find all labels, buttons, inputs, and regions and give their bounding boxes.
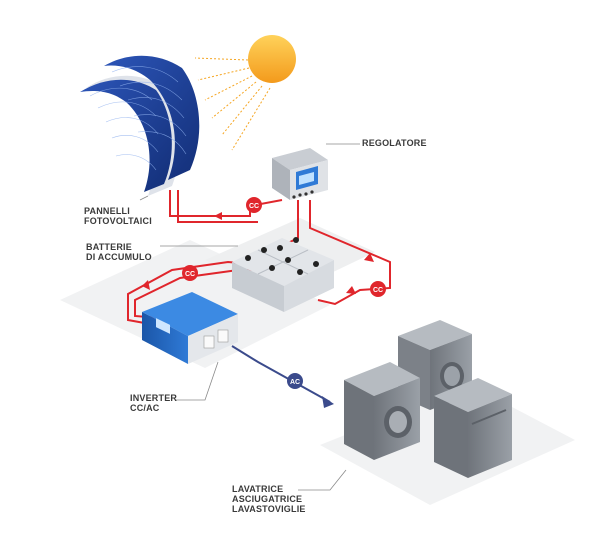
solar-panels-icon <box>80 55 200 196</box>
svg-text:CC: CC <box>249 203 259 210</box>
label-solar-panels-line2: FOTOVOLTAICI <box>84 216 152 226</box>
dc-flow-arrows <box>142 212 374 294</box>
appliances-icon <box>344 320 512 478</box>
svg-text:CC: CC <box>373 287 383 294</box>
label-solar-panels: PANNELLI FOTOVOLTAICI <box>84 206 152 226</box>
badge-battery-to-inverter: CC <box>182 265 198 281</box>
svg-text:AC: AC <box>290 379 300 386</box>
sun-icon <box>194 35 296 151</box>
label-appliances-line2: ASCIUGATRICE <box>232 494 303 504</box>
badge-regulator-to-battery: CC <box>370 281 386 297</box>
inverter-icon <box>142 292 238 364</box>
label-inverter-line2: CC/AC <box>130 403 160 413</box>
label-appliances-line1: LAVATRICE <box>232 484 284 494</box>
label-inverter-line1: INVERTER <box>130 393 178 403</box>
label-appliances: LAVATRICE ASCIUGATRICE LAVASTOVIGLIE <box>232 484 306 514</box>
label-solar-panels-line1: PANNELLI <box>84 206 130 216</box>
charge-regulator-icon <box>272 148 328 200</box>
ac-wiring <box>231 345 334 408</box>
label-batteries-line1: BATTERIE <box>86 242 132 252</box>
label-batteries-line2: DI ACCUMULO <box>86 252 152 262</box>
svg-text:CC: CC <box>185 271 195 278</box>
label-batteries: BATTERIE DI ACCUMULO <box>86 242 152 262</box>
badge-inverter-to-appliances: AC <box>287 373 303 389</box>
label-inverter: INVERTER CC/AC <box>130 393 177 413</box>
batteries-icon <box>232 237 334 312</box>
label-regulator: REGOLATORE <box>362 138 427 148</box>
leader-lines <box>139 143 360 491</box>
badge-panel-to-regulator: CC <box>246 197 262 213</box>
label-appliances-line3: LAVASTOVIGLIE <box>232 504 306 514</box>
